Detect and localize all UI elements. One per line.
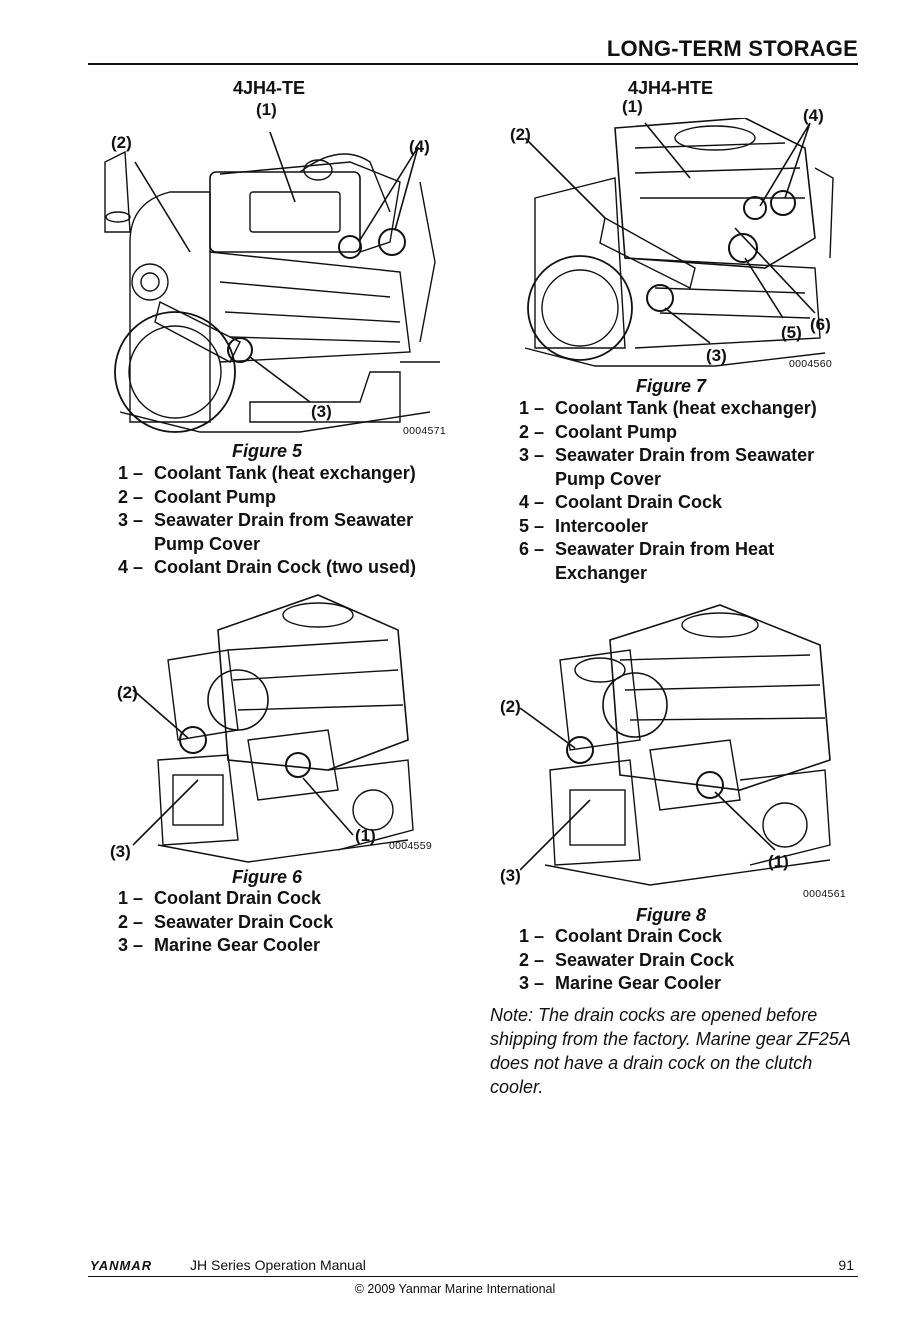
legend-text: Coolant Tank (heat exchanger) <box>555 398 817 418</box>
legend-num: 2 – <box>519 949 545 970</box>
figure5-part-number: 0004571 <box>403 425 446 437</box>
legend-num: 6 – <box>519 539 545 559</box>
legend-item: 2 – Seawater Drain Cock <box>118 911 418 935</box>
figure5-callout-4: (4) <box>409 137 430 156</box>
figure7-callout-4: (4) <box>803 106 824 125</box>
model-title-4jh4-te: 4JH4-TE <box>233 78 306 98</box>
legend-num: 4 – <box>118 557 144 577</box>
section-title: LONG-TERM STORAGE <box>606 36 858 61</box>
legend-num: 2 – <box>118 486 144 507</box>
legend-item: 3 – Marine Gear Cooler <box>118 934 418 958</box>
legend-item: 5 – Intercooler <box>519 515 859 539</box>
legend-text: Seawater Drain from Heat Exchanger <box>555 539 775 583</box>
legend-text: Seawater Drain from Seawater Pump Cover <box>555 445 815 489</box>
legend-item: 3 – Marine Gear Cooler <box>519 972 819 996</box>
figure7-callout-1: (1) <box>622 97 643 116</box>
engine-illustration-4jh4-hte <box>515 118 835 370</box>
engine-illustration-figure8 <box>520 600 840 890</box>
figure6-legend: 1 – Coolant Drain Cock 2 – Seawater Drain … <box>118 887 418 958</box>
legend-num: 1 – <box>519 398 545 418</box>
figure6-callout-3: (3) <box>110 842 131 861</box>
legend-item: 2 – Coolant Pump <box>519 421 859 445</box>
legend-num: 3 – <box>519 445 545 465</box>
legend-text: Seawater Drain Cock <box>154 911 334 932</box>
legend-num: 1 – <box>519 926 545 946</box>
legend-text: Coolant Drain Cock (two used) <box>154 557 417 577</box>
legend-text: Seawater Drain from Seawater Pump Cover <box>154 510 414 554</box>
figure5-caption: Figure 5 <box>232 441 303 461</box>
legend-num: 4 – <box>519 492 545 512</box>
figure8-legend: 1 – Coolant Drain Cock 2 – Seawater Drain … <box>519 925 819 996</box>
figure8-callout-2: (2) <box>500 697 521 716</box>
legend-item: 1 – Coolant Drain Cock <box>118 887 418 911</box>
yanmar-logo: YANMAR <box>90 1258 153 1273</box>
engine-illustration-figure6 <box>128 590 418 866</box>
figure5-callout-2: (2) <box>111 133 132 152</box>
figure6-callout-1: (1) <box>355 826 376 845</box>
legend-text: Coolant Pump <box>555 421 677 442</box>
legend-num: 1 – <box>118 888 144 908</box>
manual-title: JH Series Operation Manual <box>190 1257 366 1273</box>
figure7-legend: 1 – Coolant Tank (heat exchanger) 2 – Cool… <box>519 397 859 585</box>
figure6-callout-2: (2) <box>117 683 138 702</box>
legend-num: 1 – <box>118 463 144 483</box>
figure5-callout-1: (1) <box>256 100 277 119</box>
legend-text: Coolant Drain Cock <box>555 492 723 512</box>
figure5-legend: 1 – Coolant Tank (heat exchanger) 2 – Cool… <box>118 462 458 580</box>
figure7-caption: Figure 7 <box>636 376 707 396</box>
legend-num: 2 – <box>118 911 144 932</box>
legend-num: 5 – <box>519 515 545 536</box>
legend-text: Coolant Pump <box>154 486 276 507</box>
figure7-callout-6: (6) <box>810 315 831 334</box>
storage-note: Note: The drain cocks are opened before … <box>490 1005 851 1097</box>
figure7-part-number: 0004560 <box>789 358 832 370</box>
legend-item: 3 – Seawater Drain from Seawater Pump Cov… <box>118 509 458 556</box>
figure7-callout-5: (5) <box>781 323 802 342</box>
figure6-caption: Figure 6 <box>232 867 303 887</box>
figure8-caption: Figure 8 <box>636 905 707 925</box>
copyright: © 2009 Yanmar Marine International <box>354 1282 556 1296</box>
figure6-part-number: 0004559 <box>389 840 432 852</box>
legend-num: 3 – <box>519 973 545 993</box>
legend-text: Intercooler <box>555 515 649 536</box>
engine-illustration-4jh4-te <box>100 122 445 442</box>
legend-text: Coolant Tank (heat exchanger) <box>154 463 416 483</box>
legend-item: 3 – Seawater Drain from Seawater Pump Cov… <box>519 444 859 491</box>
footer-rule <box>88 1276 858 1277</box>
legend-text: Marine Gear Cooler <box>555 973 722 993</box>
legend-item: 1 – Coolant Drain Cock <box>519 925 819 949</box>
legend-num: 3 – <box>118 510 144 530</box>
legend-num: 2 – <box>519 421 545 442</box>
figure7-callout-3: (3) <box>706 346 727 365</box>
figure5-callout-3: (3) <box>311 402 332 421</box>
legend-item: 4 – Coolant Drain Cock <box>519 491 859 515</box>
header-rule <box>88 63 858 65</box>
legend-item: 2 – Coolant Pump <box>118 486 458 510</box>
legend-num: 3 – <box>118 935 144 955</box>
legend-text: Seawater Drain Cock <box>555 949 735 970</box>
legend-item: 4 – Coolant Drain Cock (two used) <box>118 556 458 580</box>
legend-item: 6 – Seawater Drain from Heat Exchanger <box>519 538 859 585</box>
legend-text: Coolant Drain Cock <box>154 888 322 908</box>
legend-text: Marine Gear Cooler <box>154 935 321 955</box>
figure8-part-number: 0004561 <box>803 888 846 900</box>
page-number: 91 <box>838 1257 854 1273</box>
legend-text: Coolant Drain Cock <box>555 926 723 946</box>
legend-item: 2 – Seawater Drain Cock <box>519 949 819 973</box>
legend-item: 1 – Coolant Tank (heat exchanger) <box>519 397 859 421</box>
model-title-4jh4-hte: 4JH4-HTE <box>628 78 714 98</box>
legend-item: 1 – Coolant Tank (heat exchanger) <box>118 462 458 486</box>
figure8-callout-3: (3) <box>500 866 521 885</box>
